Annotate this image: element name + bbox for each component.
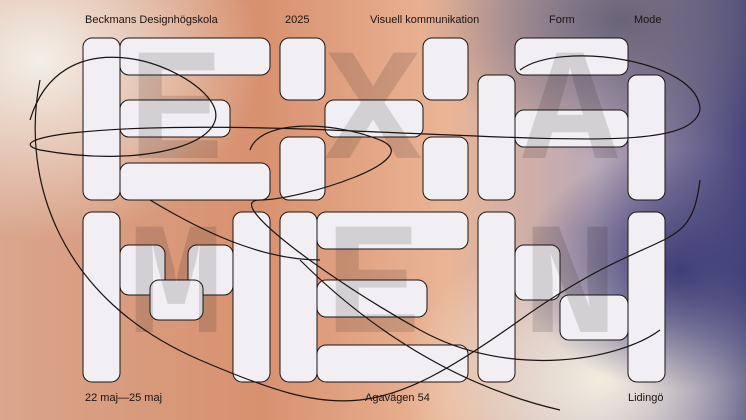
exhibition-dates: 22 maj—25 maj [85, 392, 163, 404]
program-visual-communication: Visuell kommunikation [370, 14, 480, 26]
decorative-curves [29, 55, 701, 411]
program-fashion: Mode [634, 14, 662, 26]
program-form: Form [549, 14, 575, 26]
location: Lidingö [628, 392, 664, 404]
year: 2025 [285, 14, 310, 26]
address: Agavägen 54 [365, 392, 430, 404]
school-name: Beckmans Designhögskola [85, 14, 218, 26]
